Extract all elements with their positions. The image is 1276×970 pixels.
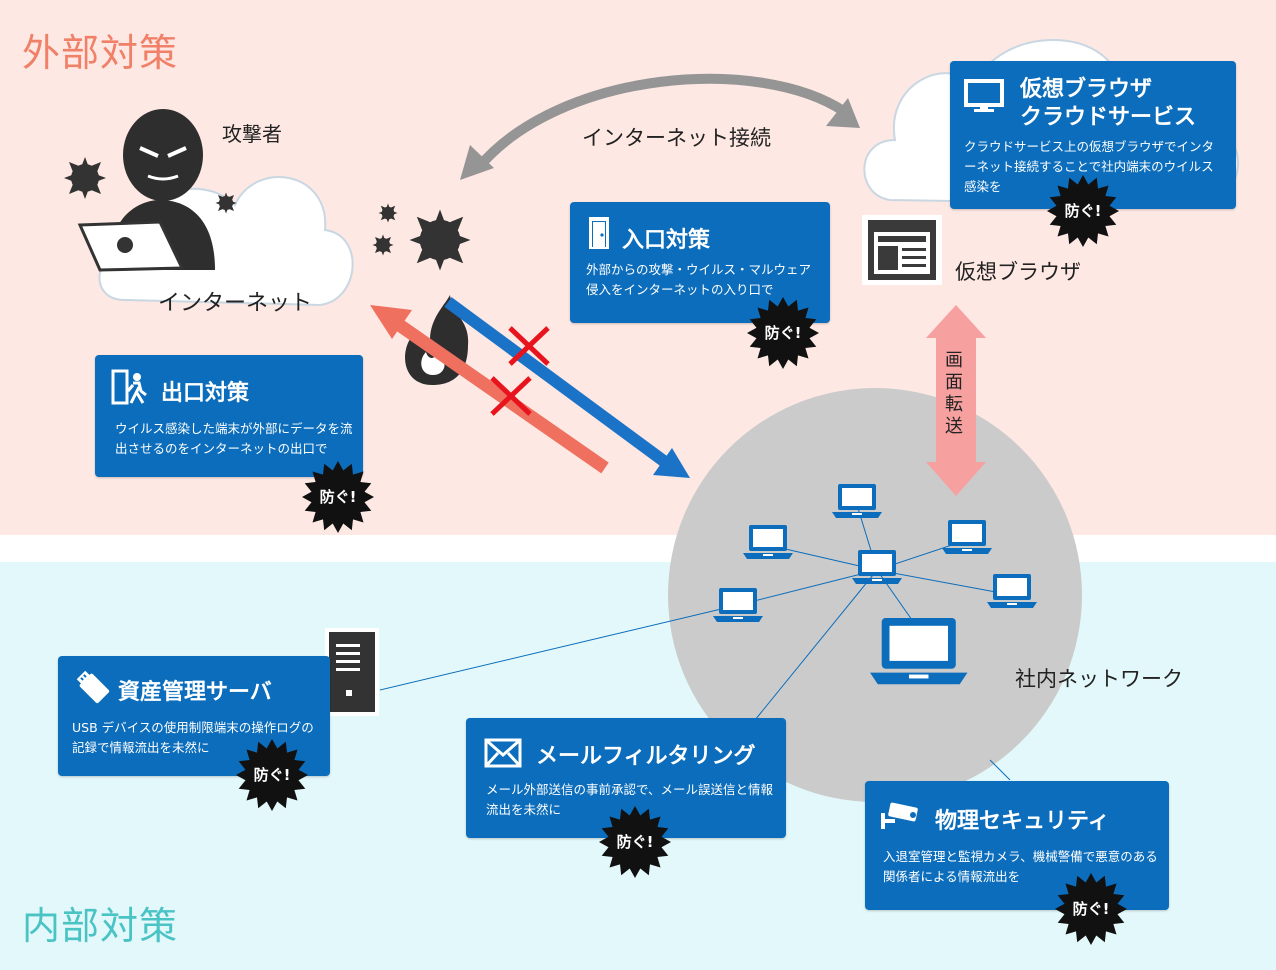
prevent-badge-text: 防ぐ! [616, 833, 654, 851]
mail-filtering-description: メール外部送信の事前承認で、メール誤送信と情報流出を未然に [486, 782, 774, 817]
monitor-icon [964, 79, 1004, 112]
virus-small-icon [378, 203, 398, 223]
prevent-badge: 防ぐ! [746, 296, 820, 370]
prevent-badge-text: 防ぐ! [1072, 900, 1110, 918]
virtual-browser-label: 仮想ブラウザ [955, 260, 1081, 284]
camera-icon [881, 802, 918, 829]
virus-small-icon [215, 192, 237, 214]
entry-measures-title: 入口対策 [622, 228, 711, 253]
prevent-badge: 防ぐ! [301, 460, 375, 534]
exit-measures-description: ウイルス感染した端末が外部にデータを流出させるのをインターネットの出口で [115, 421, 353, 456]
screen-transfer-char: 画 [945, 350, 963, 371]
entry-measures-description: 外部からの攻撃・ウイルス・マルウェア侵入をインターネットの入り口で [586, 262, 812, 297]
exit-icon [111, 369, 147, 405]
internal-network-circle [668, 388, 1082, 802]
prevent-badge-text: 防ぐ! [1064, 202, 1102, 220]
prevent-badge-text: 防ぐ! [319, 488, 357, 506]
laptop-icon [713, 588, 763, 622]
mail-filtering-title: メールフィルタリング [536, 744, 756, 769]
envelope-icon [484, 738, 522, 768]
cloud-service-title-line1: 仮想ブラウザ [1020, 77, 1153, 102]
internal-network-label: 社内ネットワーク [1015, 667, 1183, 691]
burst-icon [236, 739, 308, 811]
laptop-icon [987, 574, 1037, 608]
attacker-figure [77, 109, 215, 272]
door-icon [589, 217, 609, 249]
prevent-badge: 防ぐ! [235, 738, 309, 812]
screen-transfer-char: 面 [945, 372, 963, 393]
virus-large-icon [409, 209, 471, 271]
prevent-badge: 防ぐ! [1054, 872, 1128, 946]
virus-small-icon [372, 234, 394, 256]
physical-security-card: 物理セキュリティ 入退室管理と監視カメラ、機械警備で悪意のある関係者による情報流… [865, 781, 1169, 910]
screen-transfer-label: 画 面 転 送 [944, 350, 964, 438]
mail-filtering-card: メールフィルタリング メール外部送信の事前承認で、メール誤送信と情報流出を未然に [466, 718, 786, 838]
inbound-arrow [444, 297, 690, 478]
screen-transfer-char: 転 [945, 394, 963, 415]
server-icon [325, 628, 379, 716]
laptop-icon [832, 484, 882, 518]
usb-icon [76, 670, 110, 704]
physical-security-description: 入退室管理と監視カメラ、機械警備で悪意のある関係者による情報流出を [883, 849, 1158, 884]
burst-icon [599, 806, 671, 878]
prevent-badge: 防ぐ! [598, 805, 672, 879]
laptop-icon [743, 525, 793, 559]
virus-small-icon [64, 157, 106, 199]
asset-management-description: USB デバイスの使用制限端末の操作ログの記録で情報流出を未然に [72, 720, 314, 755]
asset-management-title: 資産管理サーバ [118, 680, 272, 705]
attacker-label: 攻撃者 [222, 122, 282, 146]
laptop-large-icon [870, 618, 968, 685]
exit-measures-title: 出口対策 [161, 381, 250, 406]
virtual-browser-window-icon [862, 215, 942, 285]
prevent-badge-text: 防ぐ! [764, 324, 802, 342]
internet-connection-label: インターネット接続 [582, 126, 771, 150]
exit-measures-card: 出口対策 ウイルス感染した端末が外部にデータを流出させるのをインターネットの出口… [95, 355, 363, 477]
laptop-icon [942, 520, 992, 554]
prevent-badge-text: 防ぐ! [253, 766, 291, 784]
internal-measures-title: 内部対策 [22, 904, 179, 948]
burst-icon [1055, 873, 1127, 945]
outbound-arrow [370, 305, 609, 474]
burst-icon [1047, 175, 1119, 247]
internet-label: インターネット [158, 291, 313, 316]
internet-connection-arrow [460, 73, 860, 180]
screen-transfer-char: 送 [945, 416, 963, 437]
prevent-badge: 防ぐ! [1046, 174, 1120, 248]
cloud-service-description: クラウドサービス上の仮想ブラウザでインターネット接続することで社内端末のウイルス… [964, 139, 1215, 194]
screen-transfer-arrow [926, 305, 986, 496]
burst-icon [747, 297, 819, 369]
entry-measures-card: 入口対策 外部からの攻撃・ウイルス・マルウェア侵入をインターネットの入り口で [570, 202, 830, 323]
network-links [379, 504, 1013, 781]
burst-icon [302, 461, 374, 533]
physical-security-title: 物理セキュリティ [935, 809, 1110, 834]
laptop-icon [852, 550, 902, 584]
cloud-service-title-line2: クラウドサービス [1020, 105, 1197, 130]
block-cross-icon [490, 326, 550, 416]
external-measures-title: 外部対策 [22, 31, 179, 75]
